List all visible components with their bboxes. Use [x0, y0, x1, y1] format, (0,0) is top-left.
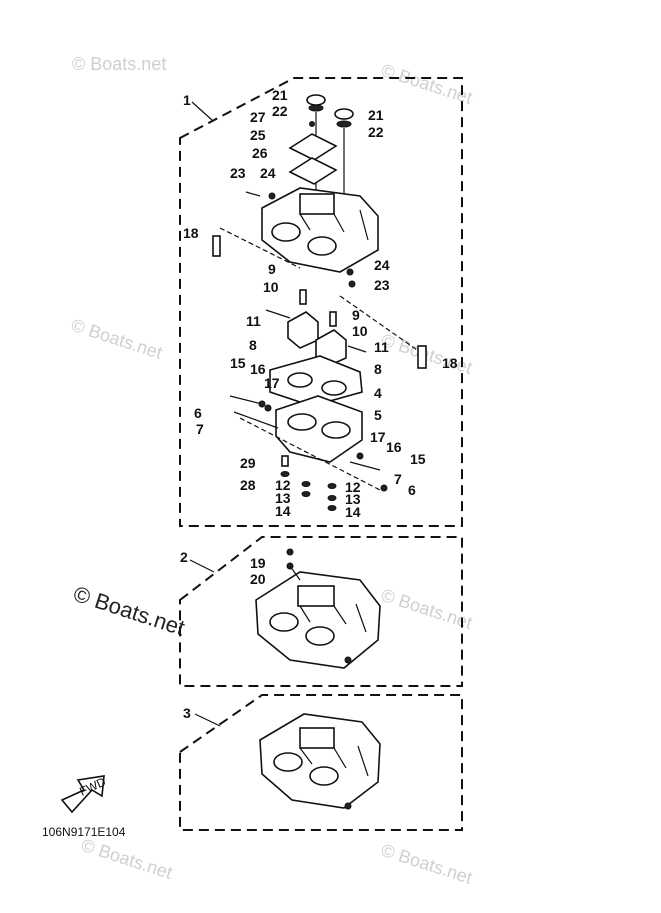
- callout-number: 29: [240, 455, 256, 471]
- callout-number: 8: [249, 337, 257, 353]
- callout-number: 13: [275, 490, 291, 506]
- assembly-label: 3: [183, 705, 191, 721]
- assembly-1-boundary: [179, 77, 463, 527]
- assembly-2-boundary: [179, 536, 463, 687]
- callout-number: 21: [368, 107, 384, 123]
- callout-number: 15: [230, 355, 246, 371]
- callout-number: 4: [374, 385, 382, 401]
- callout-number: 16: [386, 439, 402, 455]
- callout-number: 11: [246, 313, 261, 329]
- callout-group: 21 22 27 25 26 23 24 21 22 18 9 10 11 8 …: [183, 87, 458, 520]
- callout-number: 22: [368, 124, 384, 140]
- callout-number: 7: [196, 421, 204, 437]
- callout-number: 12: [345, 479, 361, 495]
- callout-number: 17: [264, 375, 280, 391]
- watermark-text: © Boats.net: [72, 54, 166, 74]
- leader-line: [194, 713, 221, 727]
- callout-number: 14: [275, 503, 291, 519]
- watermark-text: © Boats.net: [379, 60, 475, 108]
- callout-number: 22: [272, 103, 288, 119]
- callout-number: 13: [345, 491, 361, 507]
- callout-number: 14: [345, 504, 361, 520]
- callout-number: 27: [250, 109, 266, 125]
- callout-number: 11: [374, 339, 389, 355]
- callout-number: 24: [260, 165, 276, 181]
- callout-number: 21: [272, 87, 288, 103]
- callout-number: 26: [252, 145, 268, 161]
- callout-number: 23: [374, 277, 390, 293]
- callout-number: 10: [352, 323, 368, 339]
- callout-number: 18: [442, 355, 458, 371]
- float-assembly: [265, 289, 427, 369]
- assembly-label: 2: [180, 549, 188, 565]
- watermark-text: © Boats.net: [379, 840, 475, 888]
- callout-number: 8: [374, 361, 382, 377]
- carburetor-body-upper: [245, 94, 379, 288]
- reference-code: 106N9171E104: [42, 825, 126, 839]
- leader-line: [189, 559, 215, 573]
- callout-number: 28: [240, 477, 256, 493]
- watermark-text-dark: © Boats.net: [70, 581, 187, 640]
- callout-number: 18: [183, 225, 199, 241]
- callout-number: 17: [370, 429, 386, 445]
- watermark-text: © Boats.net: [379, 585, 475, 633]
- callout-number: 20: [250, 571, 266, 587]
- assembly-3-boundary: [179, 694, 463, 831]
- fwd-arrow-icon: FWD: [60, 774, 108, 814]
- assembly-label: 1: [183, 92, 191, 108]
- callout-number: 5: [374, 407, 382, 423]
- callout-number: 12: [275, 477, 291, 493]
- callout-number: 6: [194, 405, 202, 421]
- leader-line: [191, 101, 213, 121]
- callout-number: 15: [410, 451, 426, 467]
- watermark-text: © Boats.net: [69, 315, 165, 363]
- callout-number: 19: [250, 555, 266, 571]
- fwd-label: FWD: [77, 774, 108, 798]
- callout-number: 23: [230, 165, 246, 181]
- callout-number: 7: [394, 471, 402, 487]
- carburetor-assembly-3: [259, 713, 381, 810]
- carburetor-assembly-2: 19 20: [250, 548, 381, 669]
- float-chamber: [229, 395, 388, 511]
- pin-18-left: [212, 227, 301, 269]
- callout-number: 25: [250, 127, 266, 143]
- callout-number: 16: [250, 361, 266, 377]
- watermark-text: © Boats.net: [79, 835, 175, 883]
- callout-number: 9: [352, 307, 360, 323]
- callout-number: 6: [408, 482, 416, 498]
- callout-number: 24: [374, 257, 390, 273]
- callout-number: 10: [263, 279, 279, 295]
- callout-number: 9: [268, 261, 276, 277]
